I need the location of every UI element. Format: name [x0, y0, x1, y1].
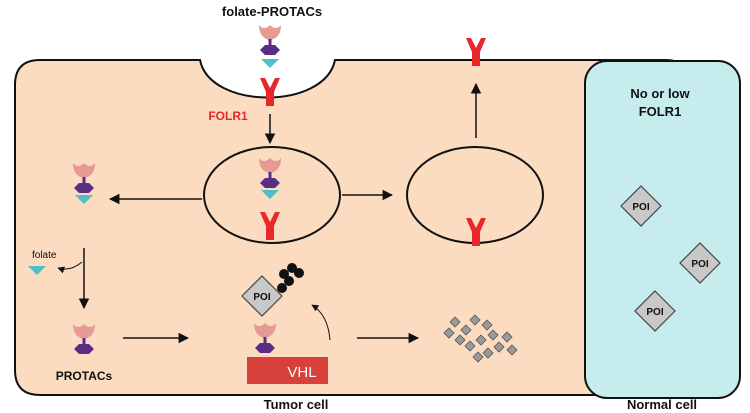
folr1-label: FOLR1	[208, 109, 248, 123]
normal-cell-note-line1: No or low	[630, 86, 690, 101]
ternary-complex: VHL POI	[241, 263, 328, 384]
ubiquitin-chain	[277, 263, 304, 293]
folate-protac-entering	[259, 25, 281, 68]
poi-normal-1: POI	[620, 185, 662, 227]
svg-text:POI: POI	[646, 307, 663, 318]
folate-label: folate	[32, 250, 57, 261]
poi-normal-2: POI	[679, 242, 721, 284]
tumor-cell-label: Tumor cell	[264, 397, 329, 412]
normal-cell-membrane	[584, 60, 741, 399]
arrow-folate-release	[57, 261, 83, 274]
normal-cell-note-line2: FOLR1	[639, 104, 682, 119]
svg-text:POI: POI	[691, 259, 708, 270]
protacs-label: PROTACs	[56, 369, 113, 383]
poi-label-tumor: POI	[253, 292, 270, 303]
svg-text:POI: POI	[632, 202, 649, 213]
endosome-left	[203, 146, 341, 244]
normal-cell-label: Normal cell	[627, 397, 697, 412]
folate-protacs-label: folate-PROTACs	[222, 4, 322, 19]
arrow-ubiquitination	[311, 304, 331, 341]
vhl-box	[247, 357, 328, 384]
vhl-label: VHL	[287, 364, 316, 381]
poi-normal-3: POI	[634, 290, 676, 332]
